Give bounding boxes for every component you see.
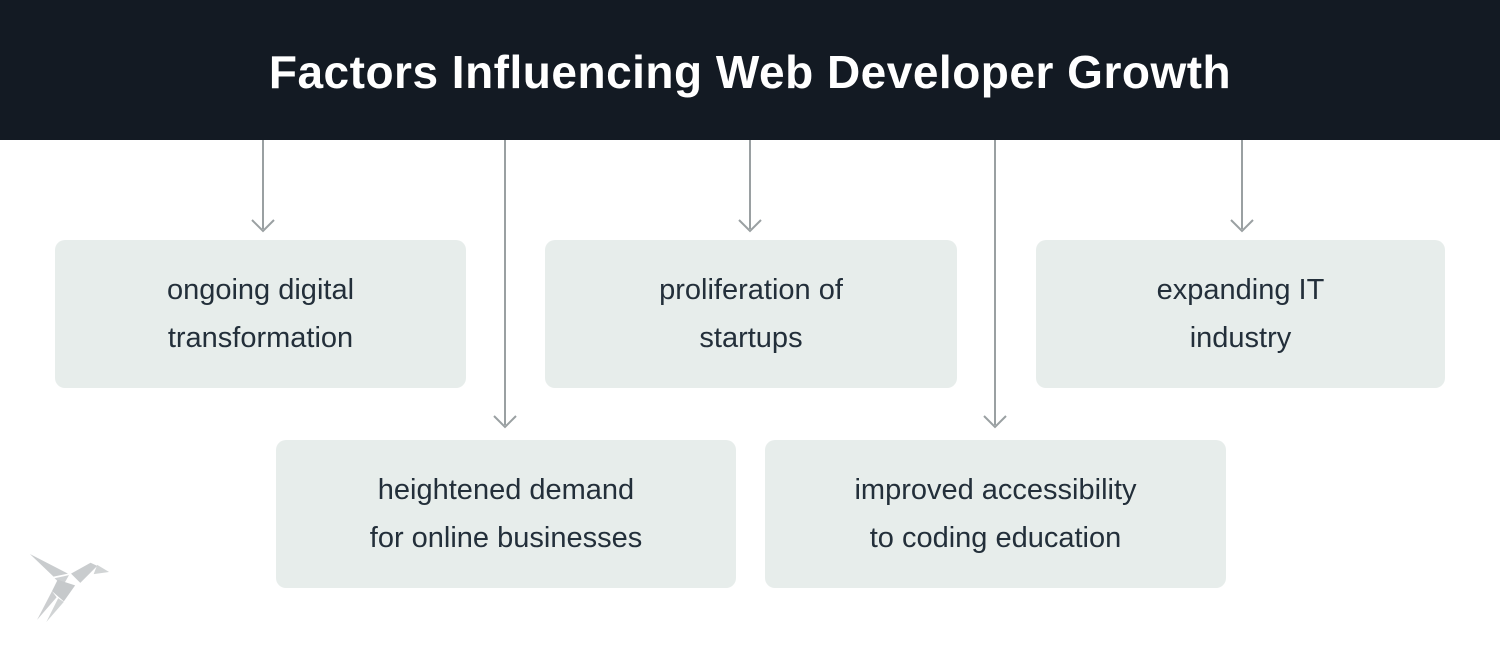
factor-label-line: startups: [699, 322, 803, 354]
factor-label-line: industry: [1189, 322, 1292, 354]
arrow-to-factor-3: [1230, 140, 1254, 233]
arrow-to-factor-4: [493, 140, 517, 429]
factor-box-online-businesses: heightened demand for online businesses: [276, 440, 736, 588]
factor-label-line: expanding IT: [1156, 274, 1325, 306]
factor-label-line: to coding education: [869, 522, 1122, 554]
header-bar: Factors Influencing Web Developer Growth: [0, 0, 1500, 140]
factor-box-digital-transformation: ongoing digital transformation: [55, 240, 466, 388]
arrow-to-factor-1: [251, 140, 275, 233]
factor-label-line: heightened demand: [377, 474, 635, 506]
factor-label-line: proliferation of: [659, 274, 843, 306]
factor-label-line: ongoing digital: [166, 274, 355, 306]
factor-label-line: transformation: [167, 322, 354, 354]
page-title: Factors Influencing Web Developer Growth: [268, 46, 1232, 98]
origami-bird-logo-icon: [29, 554, 110, 622]
factor-label-line: improved accessibility: [854, 474, 1137, 506]
arrow-to-factor-2: [738, 140, 762, 233]
factor-box-startups: proliferation of startups: [545, 240, 957, 388]
factor-box-coding-education: improved accessibility to coding educati…: [765, 440, 1226, 588]
factor-label-line: for online businesses: [369, 522, 643, 554]
factor-box-it-industry: expanding IT industry: [1036, 240, 1445, 388]
arrow-to-factor-5: [983, 140, 1007, 429]
